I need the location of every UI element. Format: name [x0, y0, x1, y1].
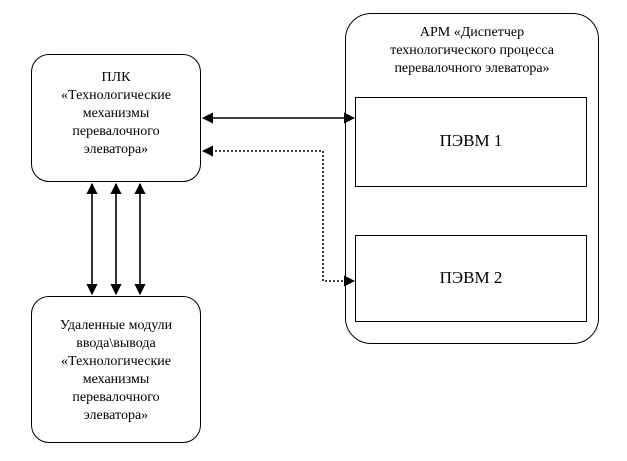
pc2-label: ПЭВМ 2: [439, 268, 503, 287]
remote-io-box: [31, 296, 201, 443]
plc-pc2-link: [201, 145, 356, 287]
plc-box: [31, 54, 201, 182]
plc-label: ПЛК «Технологические механизмы перевалоч…: [61, 70, 171, 157]
pc1-box: [355, 97, 587, 187]
arm-label: АРМ «Диспетчер технологического процесса…: [390, 25, 554, 76]
remote-io-label: Удаленные модули ввода\вывода «Технологи…: [59, 318, 173, 423]
pc1-label: ПЭВМ 1: [439, 131, 503, 150]
pc2-box: [355, 235, 587, 322]
